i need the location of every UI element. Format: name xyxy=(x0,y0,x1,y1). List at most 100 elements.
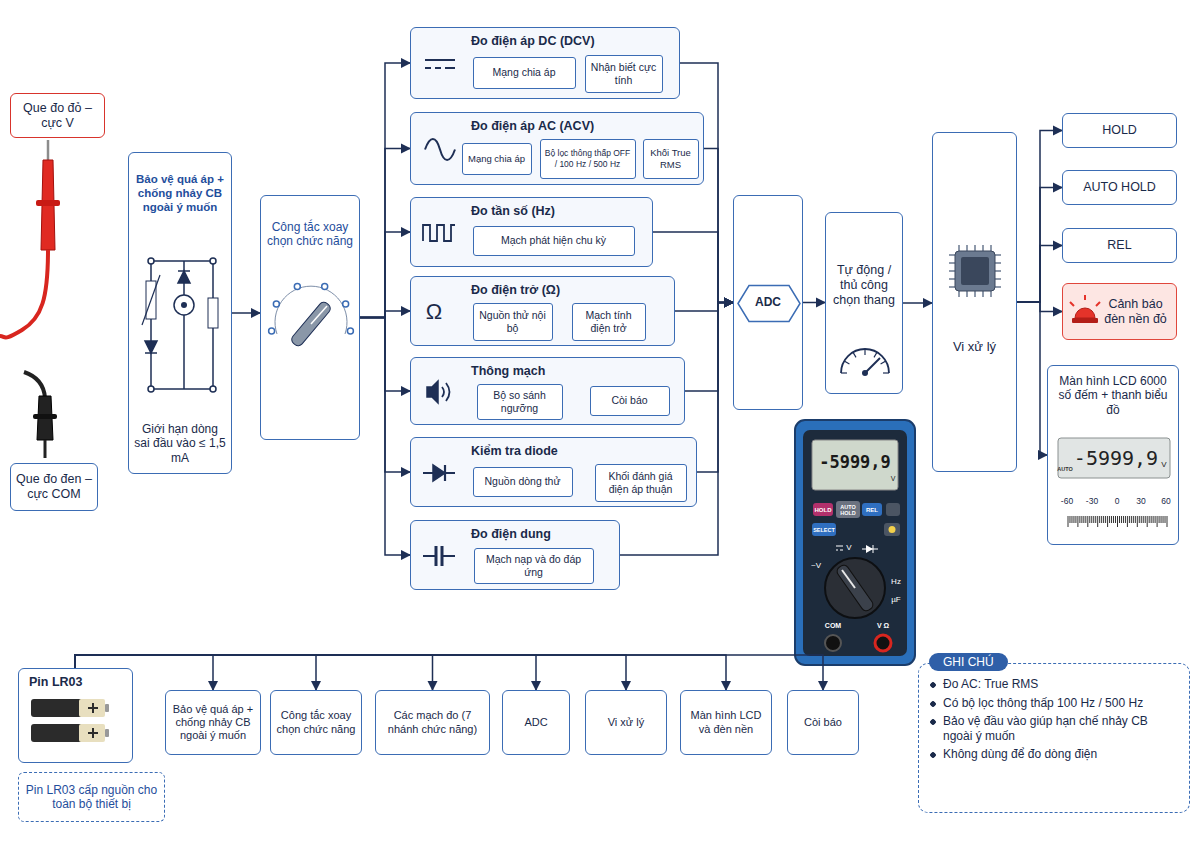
multimeter-illustration xyxy=(875,635,891,651)
gauge-icon xyxy=(844,361,849,364)
sub-block: Mạch tính điện trở xyxy=(572,303,646,341)
node-title: Công tắc xoay chọn chức năng xyxy=(275,709,357,735)
node-text: Bảo vệ đầu vào giúp hạn chế nhảy CB ngoà… xyxy=(929,714,1179,743)
label: Hz xyxy=(891,578,901,587)
sub-block: Mạch nạp và đo đáp ứng xyxy=(474,548,594,584)
red-probe xyxy=(36,200,60,206)
dc-icon xyxy=(425,60,455,68)
multimeter-illustration xyxy=(886,503,900,516)
gauge-icon xyxy=(841,349,889,373)
node-title: Cảnh báo đèn nền đỏ xyxy=(1099,297,1172,327)
dial-icon xyxy=(273,301,279,307)
lcd-icon xyxy=(1121,516,1122,523)
lcd-icon xyxy=(1058,438,1170,527)
label: -5999,9 xyxy=(1074,447,1158,469)
adc-block: ADC xyxy=(733,195,803,410)
label: V xyxy=(846,544,851,553)
connector xyxy=(75,655,536,690)
hz-icon xyxy=(423,225,455,241)
lcd-icon xyxy=(1077,516,1078,527)
node-title: Thông mạch xyxy=(471,364,545,379)
node-title: Pin LR03 xyxy=(29,675,83,690)
lcd-icon xyxy=(1091,516,1092,523)
connector xyxy=(360,63,410,318)
chip-icon xyxy=(949,245,1001,297)
node-title: REL xyxy=(1107,238,1131,253)
node-title: Đo điện dung xyxy=(471,527,551,542)
connector xyxy=(675,303,733,312)
lcd-icon xyxy=(1109,516,1110,523)
power-target: Các mạch đo (7 nhánh chức năng) xyxy=(375,690,490,755)
label: -5999,9 xyxy=(819,453,891,472)
lcd-icon xyxy=(1127,516,1128,527)
gauge-icon xyxy=(865,358,880,373)
node-title: Nguồn dòng thử xyxy=(485,475,561,488)
lcd-icon xyxy=(1147,516,1148,527)
multimeter-illustration xyxy=(835,563,875,612)
lcd-icon xyxy=(1139,516,1140,523)
lcd-icon xyxy=(1085,516,1086,523)
dc-icon xyxy=(425,60,455,68)
lcd-icon xyxy=(1141,516,1142,523)
function-panel: Đo điện dungMạch nạp và đo đáp ứng xyxy=(410,520,620,590)
chip-icon xyxy=(955,251,995,291)
lcd-icon xyxy=(1163,516,1164,523)
label: V xyxy=(1161,461,1166,470)
prot-icon xyxy=(145,341,157,353)
lcd-icon xyxy=(1107,516,1108,527)
node-title: Que đo đen – cực COM xyxy=(15,472,93,502)
node-title: GHI CHÚ xyxy=(929,653,1008,671)
diode-icon xyxy=(423,465,455,481)
dial-icon xyxy=(269,328,275,334)
multimeter-illustration xyxy=(862,545,878,553)
sub-block: Còi báo xyxy=(590,386,670,416)
chip-icon xyxy=(949,245,1001,297)
snd-icon xyxy=(427,381,450,403)
lcd-icon xyxy=(1157,516,1158,527)
node-title: Đo điện trở (Ω) xyxy=(471,283,560,298)
label: 30 xyxy=(1136,497,1145,506)
label: V xyxy=(891,475,896,483)
connector xyxy=(360,149,410,318)
multimeter-illustration xyxy=(836,546,843,550)
prot-icon xyxy=(178,271,190,283)
multimeter-illustration xyxy=(813,503,833,516)
label: µF xyxy=(891,596,901,605)
node-title: Màn hình LCD 6000 số đếm + thanh biểu đồ xyxy=(1052,374,1174,417)
function-panel: Đo điện trở (Ω) Nguồn thử nội bộ Mạch tính… xyxy=(410,276,675,346)
batt-icon xyxy=(88,703,98,713)
multimeter-illustration xyxy=(812,523,836,536)
black-probe xyxy=(44,440,47,458)
node-title: ADC xyxy=(755,295,781,309)
connector xyxy=(697,303,733,473)
batt-icon xyxy=(88,728,98,738)
gauge-icon xyxy=(862,370,868,376)
node-title: ADC xyxy=(524,716,547,729)
node-title: Bộ lọc thông thấp OFF / 100 Hz / 500 Hz xyxy=(544,148,632,168)
lcd-icon xyxy=(1167,516,1168,527)
connector xyxy=(903,302,932,304)
function-panel: Thông mạchBộ so sánh ngưỡngCòi báo xyxy=(410,357,685,425)
dial-icon xyxy=(290,300,333,348)
sub-block: Nguồn dòng thử xyxy=(473,467,573,497)
lcd-icon xyxy=(1145,516,1146,523)
node-title: Khối True RMS xyxy=(647,147,695,170)
lcd-icon xyxy=(1068,516,1069,527)
prot-icon xyxy=(148,386,154,392)
snd-icon xyxy=(427,381,450,403)
sub-block: Nguồn thử nội bộ xyxy=(473,303,553,341)
cap-icon xyxy=(436,546,442,566)
node-title: Màn hình LCD và đèn nền xyxy=(685,709,767,735)
multimeter-illustration xyxy=(889,526,896,533)
multimeter-illustration xyxy=(862,503,882,516)
chip-icon xyxy=(949,245,1001,297)
label: SELECT xyxy=(813,526,835,532)
lcd-icon xyxy=(1093,516,1094,523)
label: 60 xyxy=(1161,497,1170,506)
dial-icon xyxy=(269,283,354,347)
lcd-icon xyxy=(1079,516,1080,523)
node-title: Công tắc xoay chọn chức năng xyxy=(265,220,355,249)
node-text: Đo AC: True RMS xyxy=(929,677,1179,691)
